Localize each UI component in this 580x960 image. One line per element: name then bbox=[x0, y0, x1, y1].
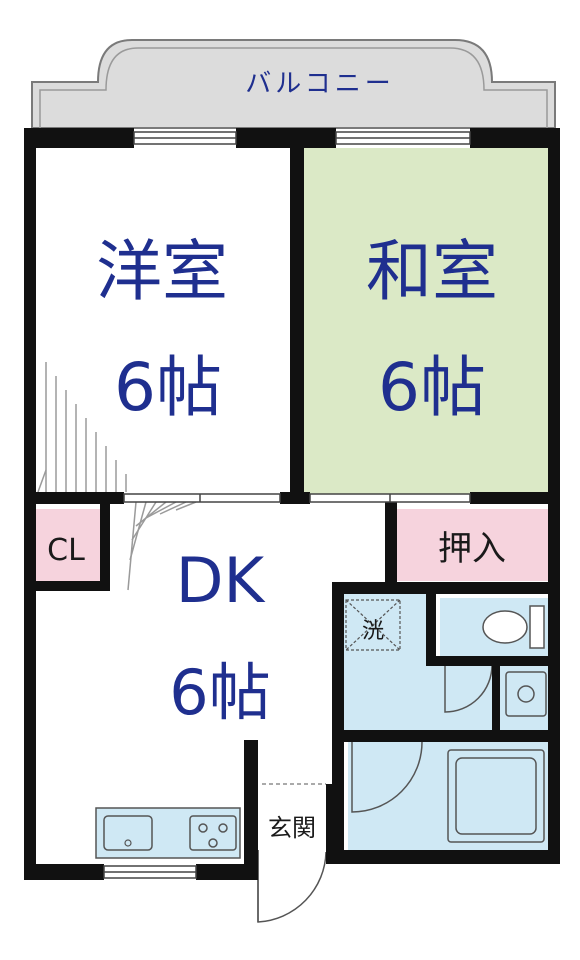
western-room-size: 6帖 bbox=[114, 349, 222, 426]
japanese-room-size: 6帖 bbox=[378, 349, 486, 426]
japanese-room-title: 和室 bbox=[366, 233, 498, 310]
washbasin-icon bbox=[505, 671, 547, 717]
balcony-label: バルコニー bbox=[245, 69, 394, 99]
washroom bbox=[342, 594, 432, 730]
dk-size: 6帖 bbox=[169, 656, 270, 729]
stove-icon bbox=[189, 815, 237, 851]
stair-hatching bbox=[37, 362, 197, 591]
japanese-room bbox=[304, 148, 552, 494]
toilet-icon bbox=[482, 605, 545, 649]
balcony bbox=[31, 39, 556, 129]
windows bbox=[103, 131, 471, 879]
closet-label: CL bbox=[47, 533, 85, 568]
western-room-title: 洋室 bbox=[96, 233, 228, 310]
washer-icon bbox=[345, 599, 401, 651]
sink bbox=[103, 815, 153, 851]
oshiire bbox=[395, 509, 552, 581]
entrance-label: 玄関 bbox=[268, 814, 316, 842]
washer-label: 洸 bbox=[362, 619, 384, 644]
oshiire-label: 押入 bbox=[438, 529, 506, 569]
bathtub-icon bbox=[447, 749, 545, 843]
dk-title: DK bbox=[176, 544, 266, 617]
closet bbox=[32, 509, 100, 581]
walls bbox=[24, 128, 560, 880]
